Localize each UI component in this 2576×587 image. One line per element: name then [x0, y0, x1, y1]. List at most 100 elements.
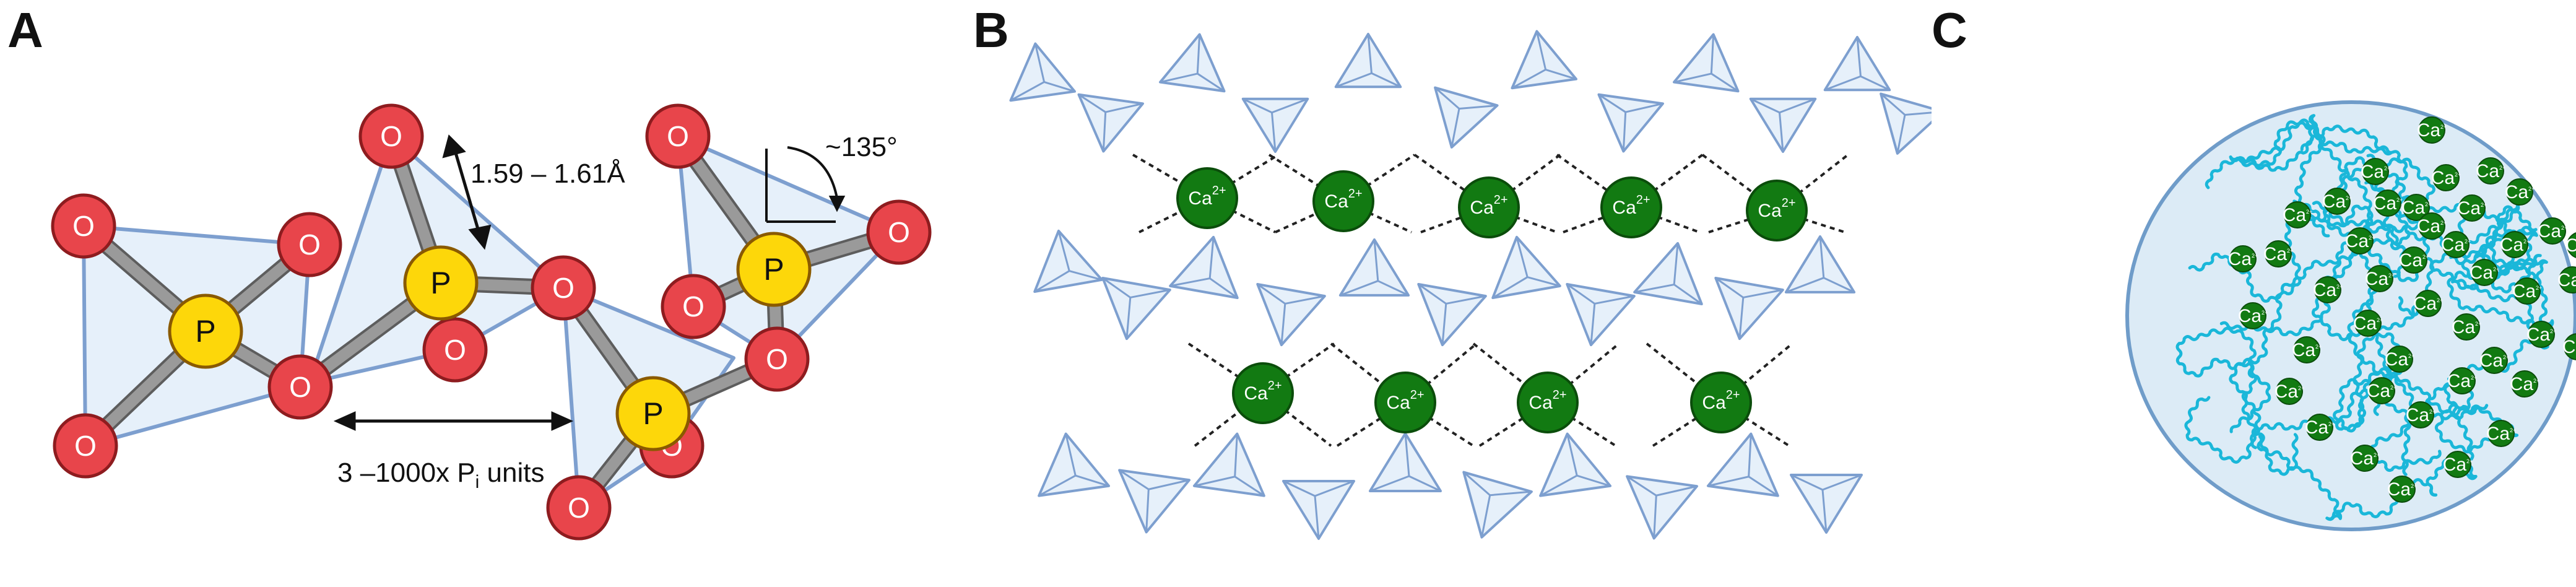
calcium-label: Ca2+ [2345, 231, 2375, 251]
tetrahedron-edge [1208, 237, 1215, 279]
calcium-ion: Ca2+ [1517, 372, 1579, 433]
tetrahedron-edge [1377, 280, 1409, 297]
calcium-circle [2418, 116, 2445, 144]
calcium-circle [2351, 445, 2379, 472]
tetrahedron-edge [1823, 277, 1855, 294]
calcium-circle [2444, 451, 2471, 478]
tetrahedron-edge [1197, 72, 1225, 92]
tetrahedron-edge [1280, 303, 1286, 346]
tetrahedron-edge [1130, 289, 1171, 298]
tetrahedron-face [1539, 432, 1612, 497]
oxygen-circle [358, 103, 424, 169]
tetrahedra-chains [1009, 30, 1932, 540]
oxygen-label: O [766, 343, 788, 375]
calcium-label: Ca2+ [2565, 235, 2576, 256]
tetrahedron-face [1192, 432, 1265, 497]
panel-b-calcium-layers: B Ca2+Ca2+Ca2+Ca2+Ca2+Ca2+Ca2+Ca2+Ca2+ [966, 0, 1932, 587]
calcium-circle [2448, 367, 2476, 394]
calcium-circle [2293, 336, 2320, 363]
phosphorus-label: P [643, 396, 663, 431]
tetrahedron-edge [1896, 115, 1906, 154]
calcium-label: Ca2+ [2479, 350, 2510, 371]
calcium-label: Ca2+ [2486, 424, 2517, 444]
calcium-circle [1600, 176, 1662, 238]
tetrahedron-edge [1785, 277, 1824, 294]
calcium-ion: Ca2+ [2353, 310, 2383, 337]
calcium-label: Ca2+ [2238, 306, 2268, 326]
phosphate-tetrahedron [1009, 42, 1076, 102]
tetrahedron-face [1241, 97, 1309, 153]
tetrahedron-face [1334, 33, 1402, 89]
calcium-label: Ca2+ [1612, 193, 1650, 218]
tetrahedron-edge [1594, 295, 1635, 305]
tetrahedron-edge [1314, 480, 1355, 497]
tetrahedron-edge [1790, 474, 1823, 491]
tetrahedron-edge [1069, 270, 1103, 281]
tetrahedron-edge [1673, 284, 1702, 305]
calcium-label: Ca2+ [2476, 161, 2506, 181]
calcium-ion: Ca2+ [2443, 451, 2473, 478]
tetrahedron-face [1077, 93, 1144, 153]
calcium-circle [2513, 277, 2541, 305]
calcium-ion: Ca2+ [2557, 266, 2576, 294]
calcium-ion: Ca2+ [2238, 302, 2268, 329]
chain-length-annotation [333, 411, 574, 431]
tetrahedron-face [1434, 86, 1499, 149]
calcium-circle [2354, 310, 2382, 337]
calcium-circle [2323, 188, 2351, 215]
tetrahedron-edge [1125, 297, 1132, 339]
calcium-label: Ca2+ [2417, 120, 2447, 141]
tetrahedron-edge [1715, 277, 1744, 298]
calcium-ion: Ca2+ [2470, 259, 2499, 286]
tetrahedron-edge [1285, 295, 1325, 305]
oxygen-label: O [298, 228, 321, 261]
tetrahedron-face [1673, 33, 1740, 93]
calcium-label: Ca2+ [2353, 313, 2383, 334]
calcium-label: Ca2+ [2447, 371, 2478, 391]
calcium-ion: Ca2+ [2350, 445, 2380, 472]
calcium-label: Ca2+ [2322, 191, 2353, 212]
tetrahedron-edge [1490, 490, 1532, 497]
tetrahedron-edge [1673, 243, 1679, 285]
calcium-circle [2239, 302, 2266, 329]
tetrahedron-face [1790, 474, 1863, 534]
tetrahedron-edge [1707, 476, 1750, 487]
calcium-label: Ca2+ [2443, 454, 2473, 475]
calcium-ion: Ca2+ [2417, 212, 2447, 240]
tetrahedron-edge [1492, 276, 1528, 299]
phosphate-tetrahedron [1462, 471, 1533, 539]
calcium-circle [1746, 180, 1808, 241]
tetrahedron-face [1417, 283, 1487, 347]
calcium-label: Ca2+ [1758, 196, 1795, 221]
calcium-circle [2284, 201, 2311, 228]
tetrahedron-face [1256, 283, 1326, 347]
calcium-ion: Ca2+ [2452, 313, 2481, 341]
tetrahedron-edge [1653, 495, 1657, 539]
oxygen-atom: O [277, 212, 342, 277]
coordination-line [1776, 154, 1849, 212]
calcium-ion: Ca2+ [1312, 170, 1374, 232]
calcium-label: Ca2+ [2283, 205, 2313, 225]
phosphate-tetrahedron [1539, 432, 1612, 497]
tetrahedron-edge [1034, 43, 1046, 82]
tetrahedron-edge [1038, 474, 1076, 497]
tetrahedron-face [1038, 432, 1111, 497]
tetrahedron-edge [1598, 93, 1626, 113]
calcium-ion: Ca2+ [2387, 476, 2417, 503]
calcium-label: Ca2+ [2512, 281, 2543, 302]
tetrahedron-edge [1748, 433, 1752, 477]
calcium-label: Ca2+ [2562, 337, 2576, 357]
phosphate-tetrahedron [1169, 235, 1239, 299]
phosphate-tetrahedron [1790, 474, 1863, 534]
polyphosphate-chain [2229, 114, 2393, 238]
calcium-circle [2487, 420, 2515, 447]
calcium-ion: Ca2+ [2565, 232, 2576, 258]
phosphate-tetrahedron [1417, 283, 1487, 347]
oxygen-atom: O [546, 475, 612, 541]
phosphorus-atom: P [168, 294, 243, 369]
oxygen-circle [531, 255, 596, 321]
calcium-circle [2453, 313, 2480, 341]
tetrahedron-face [1714, 277, 1784, 341]
units-label: 3 –1000x Pi units [337, 458, 544, 492]
calcium-label: Ca2+ [2413, 294, 2444, 314]
